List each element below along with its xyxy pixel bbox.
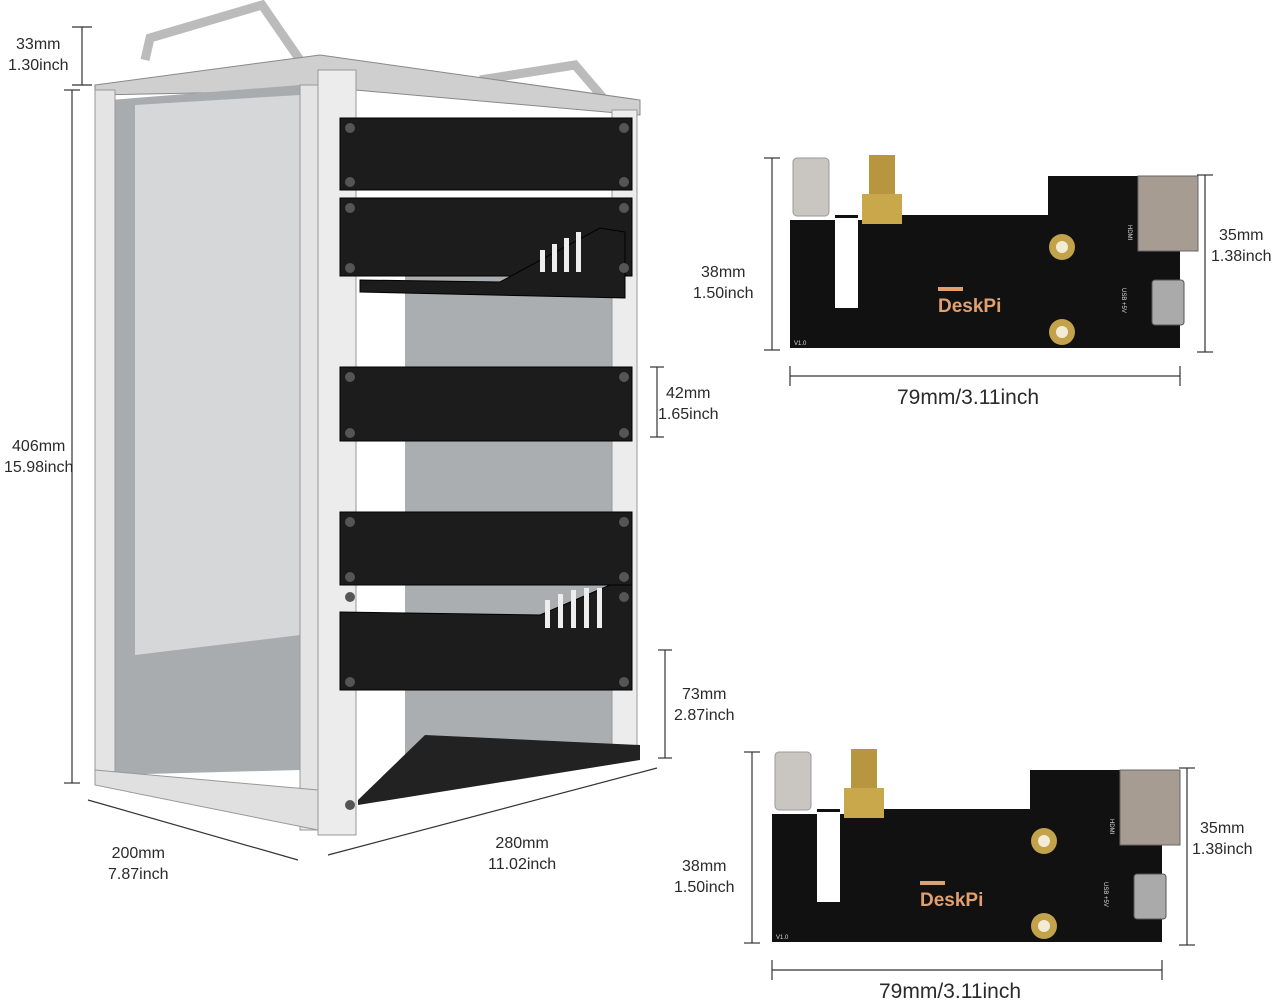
rack-handle-front — [140, 0, 304, 63]
svg-text:HDMI: HDMI — [1126, 225, 1132, 241]
shelf-tray — [359, 227, 626, 299]
mini-hdmi-connector — [844, 788, 884, 818]
rack-depth-label: 280mm 11.02inch — [488, 833, 556, 875]
dimension-inch: 11.02inch — [488, 856, 557, 873]
usb-c-port — [1151, 279, 1185, 326]
frame-bottom — [94, 769, 319, 831]
board-2-length-label: 79mm/3.11inch — [879, 980, 1022, 1003]
usb-c-port — [1133, 873, 1167, 920]
adapter-board: DeskPi V1.0 HDMI USB +5V — [772, 749, 1181, 942]
dimension-mm: 42mm — [666, 385, 711, 402]
brand-logo: DeskPi — [938, 296, 1001, 317]
dimension-lines — [64, 26, 1213, 980]
glass-reflection — [135, 95, 300, 655]
svg-text:HDMI: HDMI — [1108, 819, 1114, 835]
frame-post — [94, 89, 116, 786]
bottom-tray — [358, 735, 640, 805]
dimension-inch: 7.87inch — [108, 866, 169, 883]
svg-text:USB +5V: USB +5V — [1120, 288, 1126, 313]
frame-post — [299, 84, 319, 831]
dimension-inch: 2.87inch — [674, 707, 735, 724]
shelf-height-label: 73mm 2.87inch — [674, 684, 735, 726]
dimension-inch: 15.98inch — [4, 459, 74, 476]
pcb — [790, 176, 1180, 348]
dimension-mm: 280mm — [495, 835, 549, 852]
svg-text:USB +5V: USB +5V — [1102, 882, 1108, 907]
board-1-height-label: 38mm 1.50inch — [693, 262, 754, 304]
board-2-tab-height-label: 35mm 1.38inch — [1192, 818, 1253, 860]
dimension-mm: 200mm — [111, 845, 165, 862]
usb-c-plug — [792, 157, 830, 217]
board-2-height-label: 38mm 1.50inch — [674, 856, 735, 898]
rack-height-label: 406mm 15.98inch — [4, 436, 73, 478]
dimension-inch: 1.65inch — [658, 406, 719, 423]
hdmi-port — [1137, 175, 1199, 252]
dimension-mm: 35mm — [1200, 820, 1245, 837]
svg-text:V1.0: V1.0 — [794, 341, 807, 347]
dimension-mm: 38mm — [701, 264, 746, 281]
handle-height-label: 33mm 1.30inch — [8, 34, 69, 76]
dimension-mm: 73mm — [682, 686, 727, 703]
board-1-length-label: 79mm/3.11inch — [897, 386, 1040, 409]
hdmi-port — [1119, 769, 1181, 846]
rack-handle-back — [479, 60, 609, 103]
dimension-inch: 1.50inch — [674, 879, 735, 896]
dimension-mm: 38mm — [682, 858, 727, 875]
board-1-tab-height-label: 35mm 1.38inch — [1211, 225, 1272, 267]
dimension-inch: 1.38inch — [1192, 841, 1253, 858]
usb-c-plug — [774, 751, 812, 811]
slot-height-label: 42mm 1.65inch — [658, 383, 719, 425]
blank-panel — [339, 117, 633, 191]
brand-logo: DeskPi — [920, 890, 983, 911]
rack-illustration — [94, 0, 641, 836]
svg-text:V1.0: V1.0 — [776, 935, 789, 941]
rack-width-label: 200mm 7.87inch — [108, 843, 169, 885]
dimension-mm: 35mm — [1219, 227, 1264, 244]
dimension-inch: 1.50inch — [693, 285, 754, 302]
mini-hdmi-plug — [851, 749, 877, 789]
blank-panel — [339, 366, 633, 442]
dimension-mm: 33mm — [16, 36, 61, 53]
pcb — [772, 770, 1162, 942]
mini-hdmi-plug — [869, 155, 895, 195]
dimension-inch: 1.30inch — [8, 57, 69, 74]
adapter-board: DeskPi V1.0 HDMI USB +5V — [790, 155, 1199, 348]
dimension-inch: 1.38inch — [1211, 248, 1272, 265]
mini-hdmi-connector — [862, 194, 902, 224]
dimension-mm: 406mm — [12, 438, 66, 455]
blank-panel — [339, 511, 633, 586]
